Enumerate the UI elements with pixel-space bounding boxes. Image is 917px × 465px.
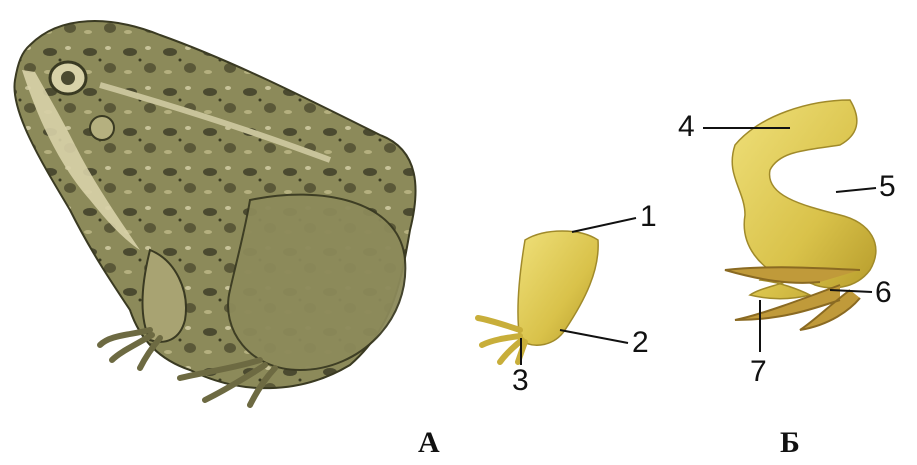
frog-pupil bbox=[61, 71, 75, 85]
frog-illustration bbox=[14, 21, 415, 405]
label-1: 1 bbox=[640, 202, 657, 232]
panel-label-a: А bbox=[418, 428, 440, 458]
label-2: 2 bbox=[632, 328, 649, 358]
leader-line-1 bbox=[572, 218, 636, 232]
label-4: 4 bbox=[678, 112, 695, 142]
frog-hind-leg bbox=[228, 195, 405, 370]
frog-front-foot bbox=[100, 330, 160, 368]
forelimb-shape bbox=[518, 231, 598, 345]
label-5: 5 bbox=[879, 172, 896, 202]
leader-line-5 bbox=[836, 188, 876, 192]
label-7: 7 bbox=[750, 357, 767, 387]
frog-eardrum bbox=[90, 116, 114, 140]
leader-line-2 bbox=[560, 330, 628, 343]
forelimb-illustration bbox=[478, 231, 598, 362]
label-3: 3 bbox=[512, 366, 529, 396]
label-6: 6 bbox=[875, 278, 892, 308]
panel-label-b: Б bbox=[780, 428, 800, 458]
hindlimb-illustration bbox=[725, 100, 876, 330]
